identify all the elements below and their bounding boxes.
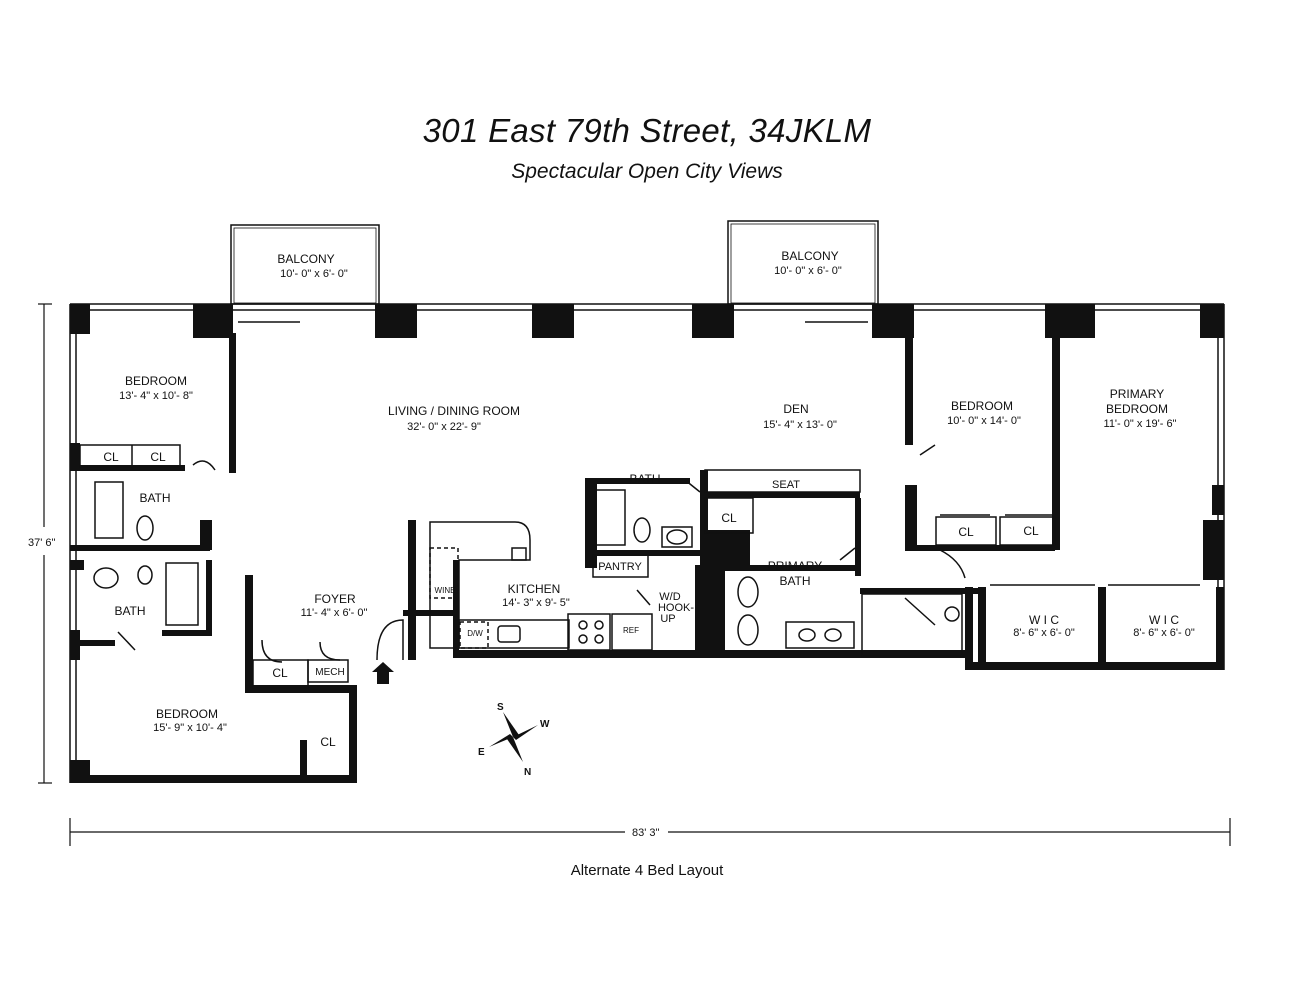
primary-bath-name-2: BATH [779,574,810,588]
kitchen-size: 14'- 3" x 9'- 5" [502,597,570,609]
width-label: 83' 3" [632,827,660,839]
closet-label: CL [958,525,974,539]
dw-label: D/W [467,629,483,638]
bedroom-nw-size: 13'- 4" x 10'- 8" [119,390,193,402]
den-name: DEN [783,402,808,416]
bath-label: BATH [139,491,170,505]
wd-label-1: W/D [659,591,680,603]
exterior-walls [69,303,1225,783]
primary-bedroom-name-1: PRIMARY [1110,387,1164,401]
ref-label: REF [623,626,639,635]
closet-label: CL [272,666,288,680]
compass-n: N [524,767,531,778]
plan-title: 301 East 79th Street, 34JKLM [422,112,872,149]
bedroom-sw-name: BEDROOM [156,707,218,721]
height-dimension [38,303,52,784]
wd-label-3: UP [660,613,675,625]
living-name: LIVING / DINING ROOM [388,404,520,418]
closet-label: CL [721,511,737,525]
balcony-left-name: BALCONY [277,252,334,266]
primary-bedroom-name-2: BEDROOM [1106,402,1168,416]
height-label: 37' 6" [28,537,56,549]
wic-right-name: W I C [1149,613,1179,627]
kitchen-name: KITCHEN [508,582,561,596]
wd-label-2: HOOK- [658,602,694,614]
primary-bedroom-size: 11'- 0" x 19'- 6" [1104,418,1177,430]
balcony-right-name: BALCONY [781,249,838,263]
foyer-name: FOYER [314,592,356,606]
layout-note: Alternate 4 Bed Layout [570,862,724,879]
bedroom-nw-name: BEDROOM [125,374,187,388]
balcony-left-size: 10'- 0" x 6'- 0" [280,268,348,280]
closet-label: CL [1023,524,1039,538]
plan-subtitle: Spectacular Open City Views [511,160,783,183]
seat-label: SEAT [772,479,800,491]
entry-arrow-icon [372,662,394,684]
bedroom-ne-name: BEDROOM [951,399,1013,413]
pantry-label: PANTRY [598,561,642,573]
wic-left-size: 8'- 6" x 6'- 0" [1013,627,1075,639]
bath-label: BATH [629,472,660,486]
balcony-right-size: 10'- 0" x 6'- 0" [774,265,842,277]
wic-right-size: 8'- 6" x 6'- 0" [1133,627,1195,639]
living-size: 32'- 0" x 22'- 9" [407,421,481,433]
closet-label: CL [320,735,336,749]
mech-label: MECH [315,667,344,678]
wic-left-name: W I C [1029,613,1059,627]
wine-label: WINE [435,586,456,595]
bedroom-ne-size: 10'- 0" x 14'- 0" [947,415,1021,427]
width-dimension [69,818,1231,846]
closet-label: CL [103,450,119,464]
compass-e: E [478,747,485,758]
primary-bath-name-1: PRIMARY [768,559,822,573]
compass-icon: S W E N [478,702,550,778]
bedroom-sw-size: 15'- 9" x 10'- 4" [153,722,227,734]
closet-label: CL [150,450,166,464]
compass-s: S [497,702,504,713]
den-size: 15'- 4" x 13'- 0" [763,419,837,431]
compass-w: W [540,719,550,730]
interior-walls [70,304,1224,783]
foyer-size: 11'- 4" x 6'- 0" [301,607,368,619]
bath-label: BATH [114,604,145,618]
